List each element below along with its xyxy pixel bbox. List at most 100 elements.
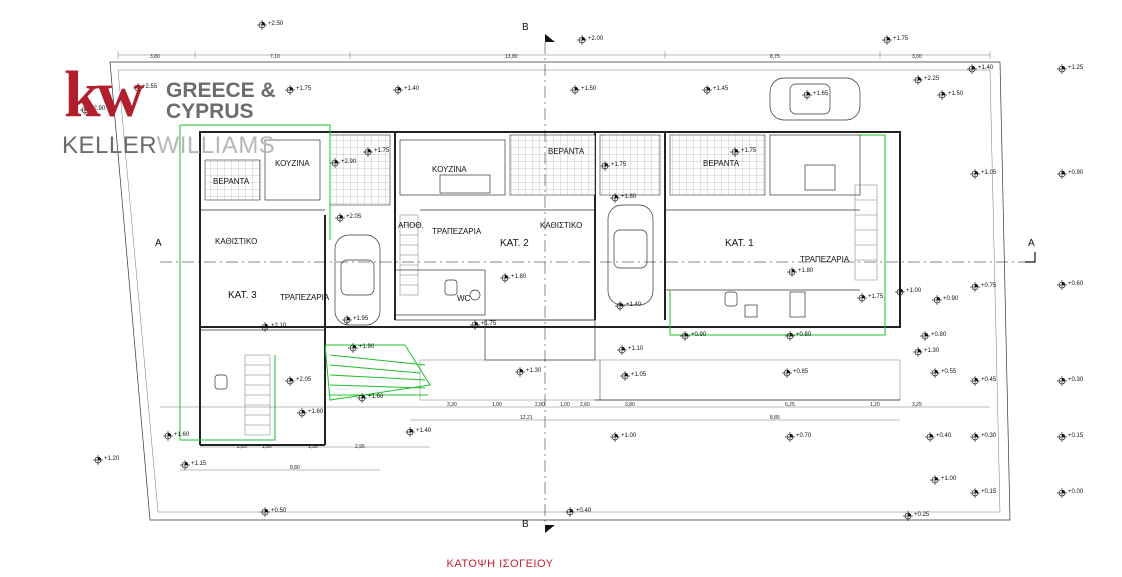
level-075: +0.75 [981, 283, 997, 289]
level-markers: +2.50 +2.00 +1.75 +1.40 +1.25 +2.55 +2.9… [79, 19, 1084, 522]
level-175-d: +1.75 [741, 148, 757, 154]
dim-overall-3: 8,80 [290, 465, 300, 471]
level-160-b: +1.60 [308, 409, 324, 415]
section-b-top: B [522, 22, 529, 33]
level-025: +0.25 [914, 512, 930, 518]
level-100-b: +1.00 [621, 433, 637, 439]
level-180-b: +1.80 [511, 274, 527, 280]
level-130-a: +1.30 [924, 348, 940, 354]
level-160-a: +1.60 [368, 394, 384, 400]
room-wc-2: WC [457, 294, 471, 303]
wc-fixtures [214, 279, 806, 390]
level-150-b: +1.50 [948, 91, 964, 97]
level-175-f: +1.75 [481, 321, 497, 327]
dim-top-4: 8,75 [770, 54, 780, 60]
top-dimension-line [117, 51, 991, 59]
dim-bottom-12: 1,20 [870, 402, 880, 408]
level-090-b: +0.90 [943, 296, 959, 302]
dim-bottom-6: 1,00 [492, 402, 502, 408]
level-105-b: +1.05 [631, 372, 647, 378]
level-180-c: +1.80 [798, 268, 814, 274]
section-b-bottom: B [522, 519, 529, 530]
level-205: +2.05 [346, 214, 362, 220]
dim-bottom-10: 3,80 [625, 402, 635, 408]
logo-brand-first: KELLER [62, 132, 157, 159]
dim-bottom-5: 3,30 [447, 402, 457, 408]
stairs [244, 184, 878, 436]
logo-region: GREECE & CYPRUS [166, 79, 276, 123]
level-180-a: +1.80 [621, 194, 637, 200]
level-210: +2.10 [271, 323, 287, 329]
room-living-2: ΚΑΘΙΣΤΙΚΟ [540, 221, 582, 230]
level-100-c: +1.00 [941, 476, 957, 482]
level-255: +2.55 [142, 84, 158, 90]
room-dining-1: ΤΡΑΠΕΖΑΡΙΑ [800, 255, 850, 264]
dim-overall-2: 8,85 [770, 415, 780, 421]
dim-bottom-13: 3,25 [912, 402, 922, 408]
level-055: +0.55 [941, 369, 957, 375]
unit-kat2: ΚΑΤ. 2 [500, 238, 529, 249]
level-000: +0.00 [1068, 489, 1084, 495]
room-storage-2: ΑΠΟΘ. [398, 221, 424, 230]
green-outline [179, 124, 886, 441]
room-veranda-3: ΒΕΡΑΝΤΑ [213, 177, 250, 186]
kitchens [264, 134, 861, 201]
level-140-c: +1.40 [416, 428, 432, 434]
level-140-top: +1.40 [978, 65, 994, 71]
level-105: +1.05 [981, 170, 997, 176]
level-030-b: +0.30 [981, 433, 997, 439]
room-kitchen-2: ΚΟΥΖΙΝΑ [432, 165, 467, 174]
level-090-a: +0.90 [1068, 170, 1084, 176]
level-085: +0.85 [793, 369, 809, 375]
level-145: +1.45 [713, 86, 729, 92]
room-veranda-2: ΒΕΡΑΝΤΑ [548, 147, 585, 156]
logo-brand-second: WILLIAMS [156, 132, 276, 159]
level-110: +1.10 [628, 346, 644, 352]
dim-bottom-11: 6,25 [785, 402, 795, 408]
car-icons [334, 77, 861, 326]
level-195: +1.95 [353, 316, 369, 322]
site-boundary [109, 61, 1011, 521]
dim-bottom-4: 2,95 [355, 444, 365, 450]
unit-kat1: ΚΑΤ. 1 [725, 238, 754, 249]
room-kitchen-3: ΚΟΥΖΙΝΑ [275, 159, 310, 168]
level-165: +1.65 [813, 91, 829, 97]
dim-bottom-2: 1,80 [262, 444, 272, 450]
dim-top-2: 7,10 [270, 54, 280, 60]
level-205-b: +2.05 [296, 377, 312, 383]
level-070: +0.70 [796, 433, 812, 439]
dim-top-3: 13,80 [505, 54, 518, 60]
level-120: +1.20 [104, 456, 120, 462]
level-160-c: +1.60 [174, 432, 190, 438]
dim-bottom-3: 1,30 [308, 444, 318, 450]
dim-top-5: 3,00 [912, 54, 922, 60]
level-200: +2.00 [588, 36, 604, 42]
section-lines [160, 34, 1036, 533]
level-225: +2.25 [924, 76, 940, 82]
logo-kw-mark: kw [64, 58, 144, 131]
level-125: +1.25 [1068, 65, 1084, 71]
dim-bottom-7: 2,80 [535, 402, 545, 408]
unit-kat3: ΚΑΤ. 3 [228, 290, 257, 301]
dim-bottom-8: 1,00 [560, 402, 570, 408]
level-190: +1.90 [359, 344, 375, 350]
level-045: +0.45 [981, 377, 997, 383]
level-015-a: +0.15 [1068, 433, 1084, 439]
room-dining-3: ΤΡΑΠΕΖΑΡΙΑ [280, 293, 330, 302]
level-040-b: +0.40 [576, 508, 592, 514]
room-living-3: ΚΑΘΙΣΤΙΚΟ [215, 237, 257, 246]
level-100-a: +1.00 [906, 288, 922, 294]
level-015-b: +0.15 [981, 489, 997, 495]
section-a-left: A [155, 238, 162, 249]
dim-bottom-1: 2,85 [237, 444, 247, 450]
keller-williams-logo: kw GREECE & CYPRUS KELLERWILLIAMS [62, 62, 292, 172]
level-115: +1.15 [191, 461, 207, 467]
level-140-a: +1.40 [404, 86, 420, 92]
drawing-caption: ΚΑΤΟΨΗ ΙΣΟΓΕΙΟΥ [446, 558, 554, 570]
level-290-b: +2.90 [341, 159, 357, 165]
level-130-b: +1.30 [526, 368, 542, 374]
level-175-a: +1.75 [296, 86, 312, 92]
verandas [204, 134, 766, 206]
level-250: +2.50 [268, 21, 284, 27]
